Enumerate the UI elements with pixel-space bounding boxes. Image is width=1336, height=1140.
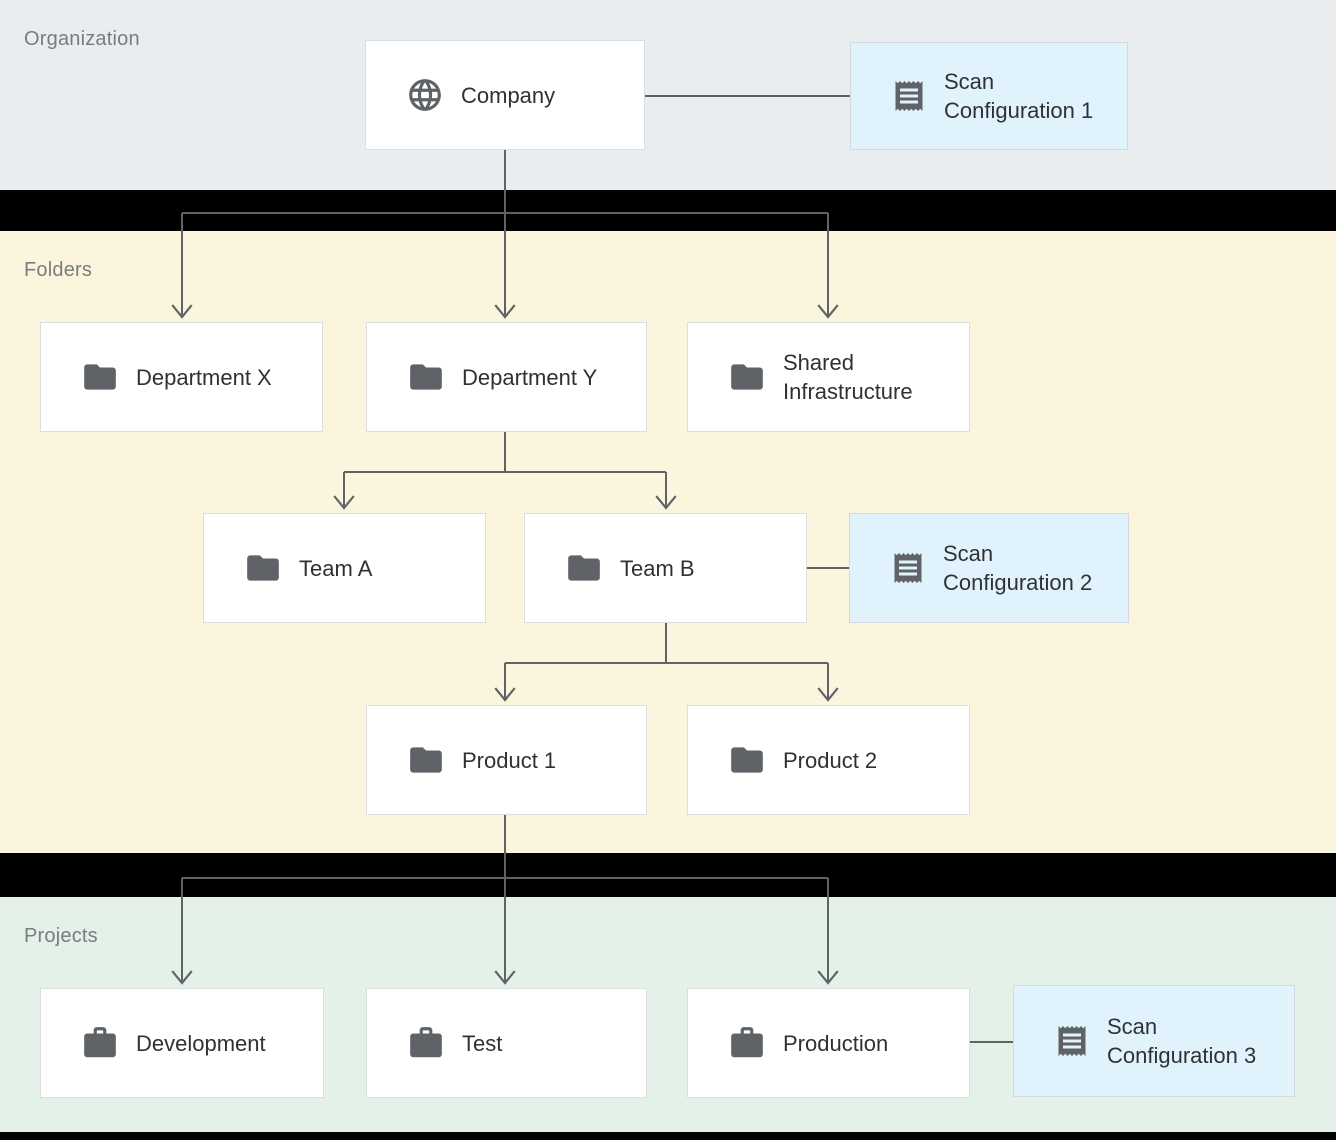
node-product-1: Product 1: [366, 705, 647, 815]
folders-section-label: Folders: [24, 259, 93, 281]
organization-section-label: Organization: [24, 28, 140, 50]
briefcase-icon: [728, 1024, 766, 1062]
node-department-x: Department X: [40, 322, 323, 432]
folder-icon: [407, 741, 445, 779]
folder-icon: [565, 549, 603, 587]
folder-icon: [728, 358, 766, 396]
projects-section-label: Projects: [24, 925, 98, 947]
node-shared-infrastructure: Shared Infrastructure: [687, 322, 970, 432]
node-label: Shared Infrastructure: [783, 350, 913, 404]
node-company: Company: [365, 40, 645, 150]
briefcase-icon: [81, 1024, 119, 1062]
node-label: Scan Configuration 1: [944, 69, 1094, 123]
node-label: Company: [461, 82, 556, 108]
briefcase-icon: [407, 1024, 445, 1062]
node-label: Test: [462, 1030, 503, 1056]
node-label: Development: [136, 1030, 266, 1056]
node-label: Product 1: [462, 747, 557, 773]
node-team-b: Team B: [524, 513, 807, 623]
folder-icon: [407, 358, 445, 396]
node-label: Scan Configuration 3: [1107, 1014, 1257, 1068]
node-label: Department X: [136, 364, 272, 390]
node-development: Development: [40, 988, 324, 1098]
receipt-icon: [891, 78, 927, 114]
folder-icon: [244, 549, 282, 587]
node-label: Team A: [299, 555, 373, 581]
node-team-a: Team A: [203, 513, 486, 623]
node-scan-configuration-2: Scan Configuration 2: [849, 513, 1129, 623]
node-test: Test: [366, 988, 647, 1098]
node-label: Product 2: [783, 747, 878, 773]
node-production: Production: [687, 988, 970, 1098]
node-label: Team B: [620, 555, 695, 581]
node-label: Department Y: [462, 364, 598, 390]
globe-icon: [406, 76, 444, 114]
node-scan-configuration-1: Scan Configuration 1: [850, 42, 1128, 150]
node-label: Production: [783, 1030, 889, 1056]
organization-section: Organization: [0, 0, 1336, 190]
node-label: Scan Configuration 2: [943, 541, 1093, 595]
node-department-y: Department Y: [366, 322, 647, 432]
receipt-icon: [1054, 1023, 1090, 1059]
receipt-icon: [890, 550, 926, 586]
folder-icon: [81, 358, 119, 396]
node-scan-configuration-3: Scan Configuration 3: [1013, 985, 1295, 1097]
folder-icon: [728, 741, 766, 779]
node-product-2: Product 2: [687, 705, 970, 815]
